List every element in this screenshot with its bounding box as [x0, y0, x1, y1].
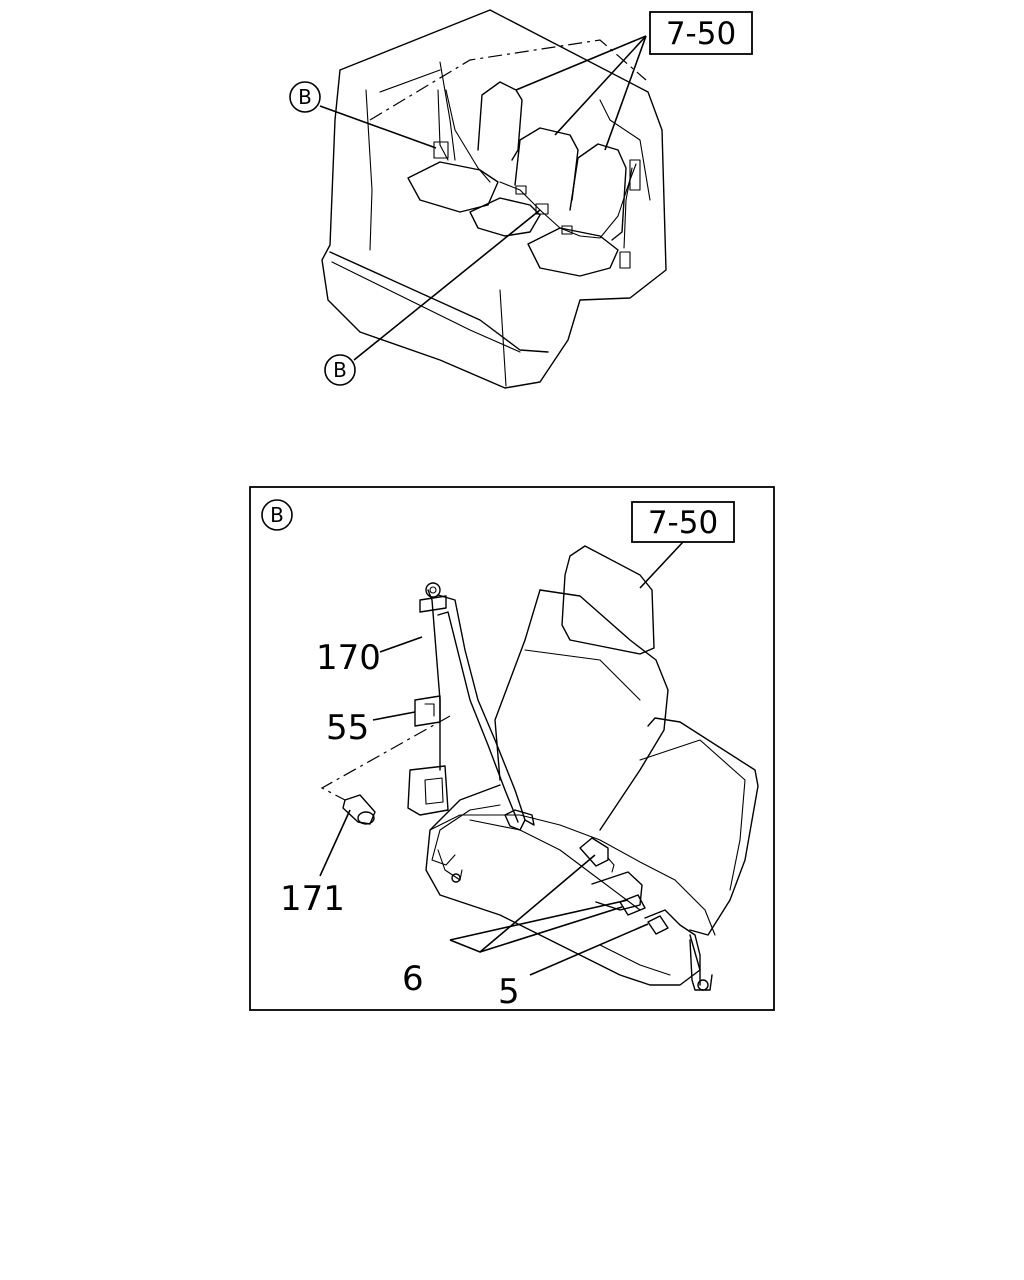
detail-frame — [249, 486, 775, 1011]
detail-ref-label: 7-50 — [648, 505, 718, 541]
svg-text:B: B — [298, 85, 312, 109]
detail-panel-label: B — [261, 499, 293, 531]
svg-text:B: B — [333, 358, 347, 382]
part-label-55: 55 — [326, 708, 369, 748]
overview-ref-box: 7-50 — [649, 11, 753, 55]
detail-leaders — [319, 636, 649, 976]
detail-ref-box: 7-50 — [631, 501, 735, 589]
part-label-5: 5 — [498, 972, 520, 1012]
part-label-170: 170 — [316, 638, 381, 678]
svg-text:B: B — [270, 503, 284, 527]
part-label-171: 171 — [280, 879, 345, 919]
part-label-6: 6 — [402, 959, 424, 999]
overview-callout-b-1: B — [289, 81, 321, 113]
seat-drawing — [342, 545, 759, 991]
overview-leaders — [319, 35, 647, 361]
overview-ref-label: 7-50 — [666, 16, 736, 52]
cab-overview — [321, 9, 667, 389]
overview-callout-b-2: B — [324, 354, 356, 386]
